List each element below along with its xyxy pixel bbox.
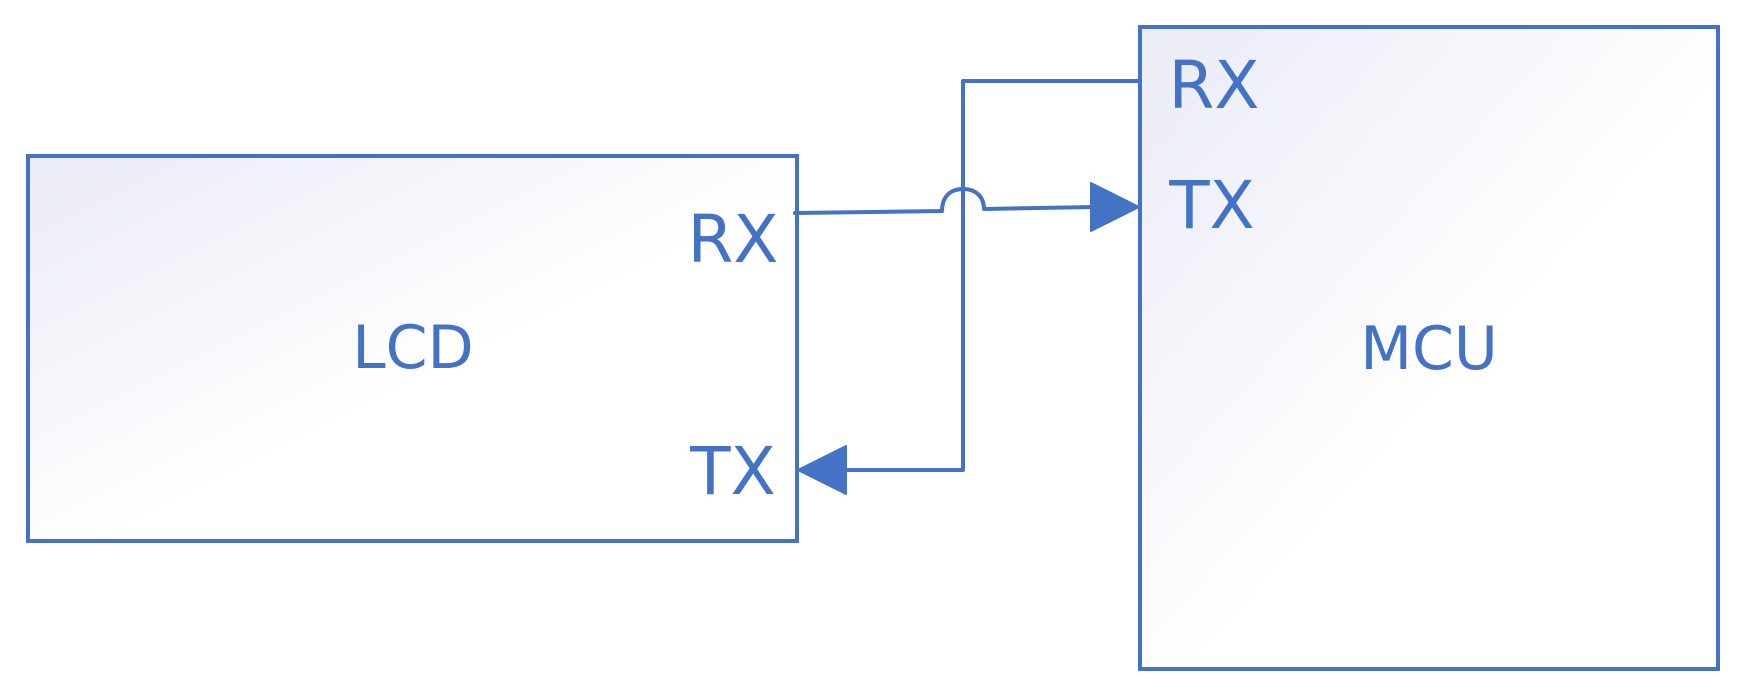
wire-mcu-rx-to-lcd-tx [797, 79, 1142, 495]
wire-lcd-rx-to-mcu-tx [793, 182, 1140, 232]
arrow-into-mcu-tx-icon [1090, 182, 1140, 232]
mcu-title: MCU [1360, 314, 1498, 384]
lcd-block: LCD RX TX [26, 154, 799, 543]
rx-tx-signal-line [793, 187, 1097, 215]
lcd-tx-pin-label: TX [689, 433, 776, 510]
mcu-block: MCU RX TX [1138, 25, 1720, 671]
lcd-rx-pin-label: RX [687, 201, 778, 278]
lcd-title: LCD [352, 313, 474, 383]
mcu-tx-pin-label: TX [1168, 167, 1255, 244]
lcd-box [26, 154, 799, 543]
mcu-rx-pin-label: RX [1168, 47, 1259, 124]
mcu-box [1138, 25, 1720, 671]
tx-rx-signal-line [843, 79, 1142, 472]
arrow-into-lcd-tx-icon [797, 445, 847, 495]
